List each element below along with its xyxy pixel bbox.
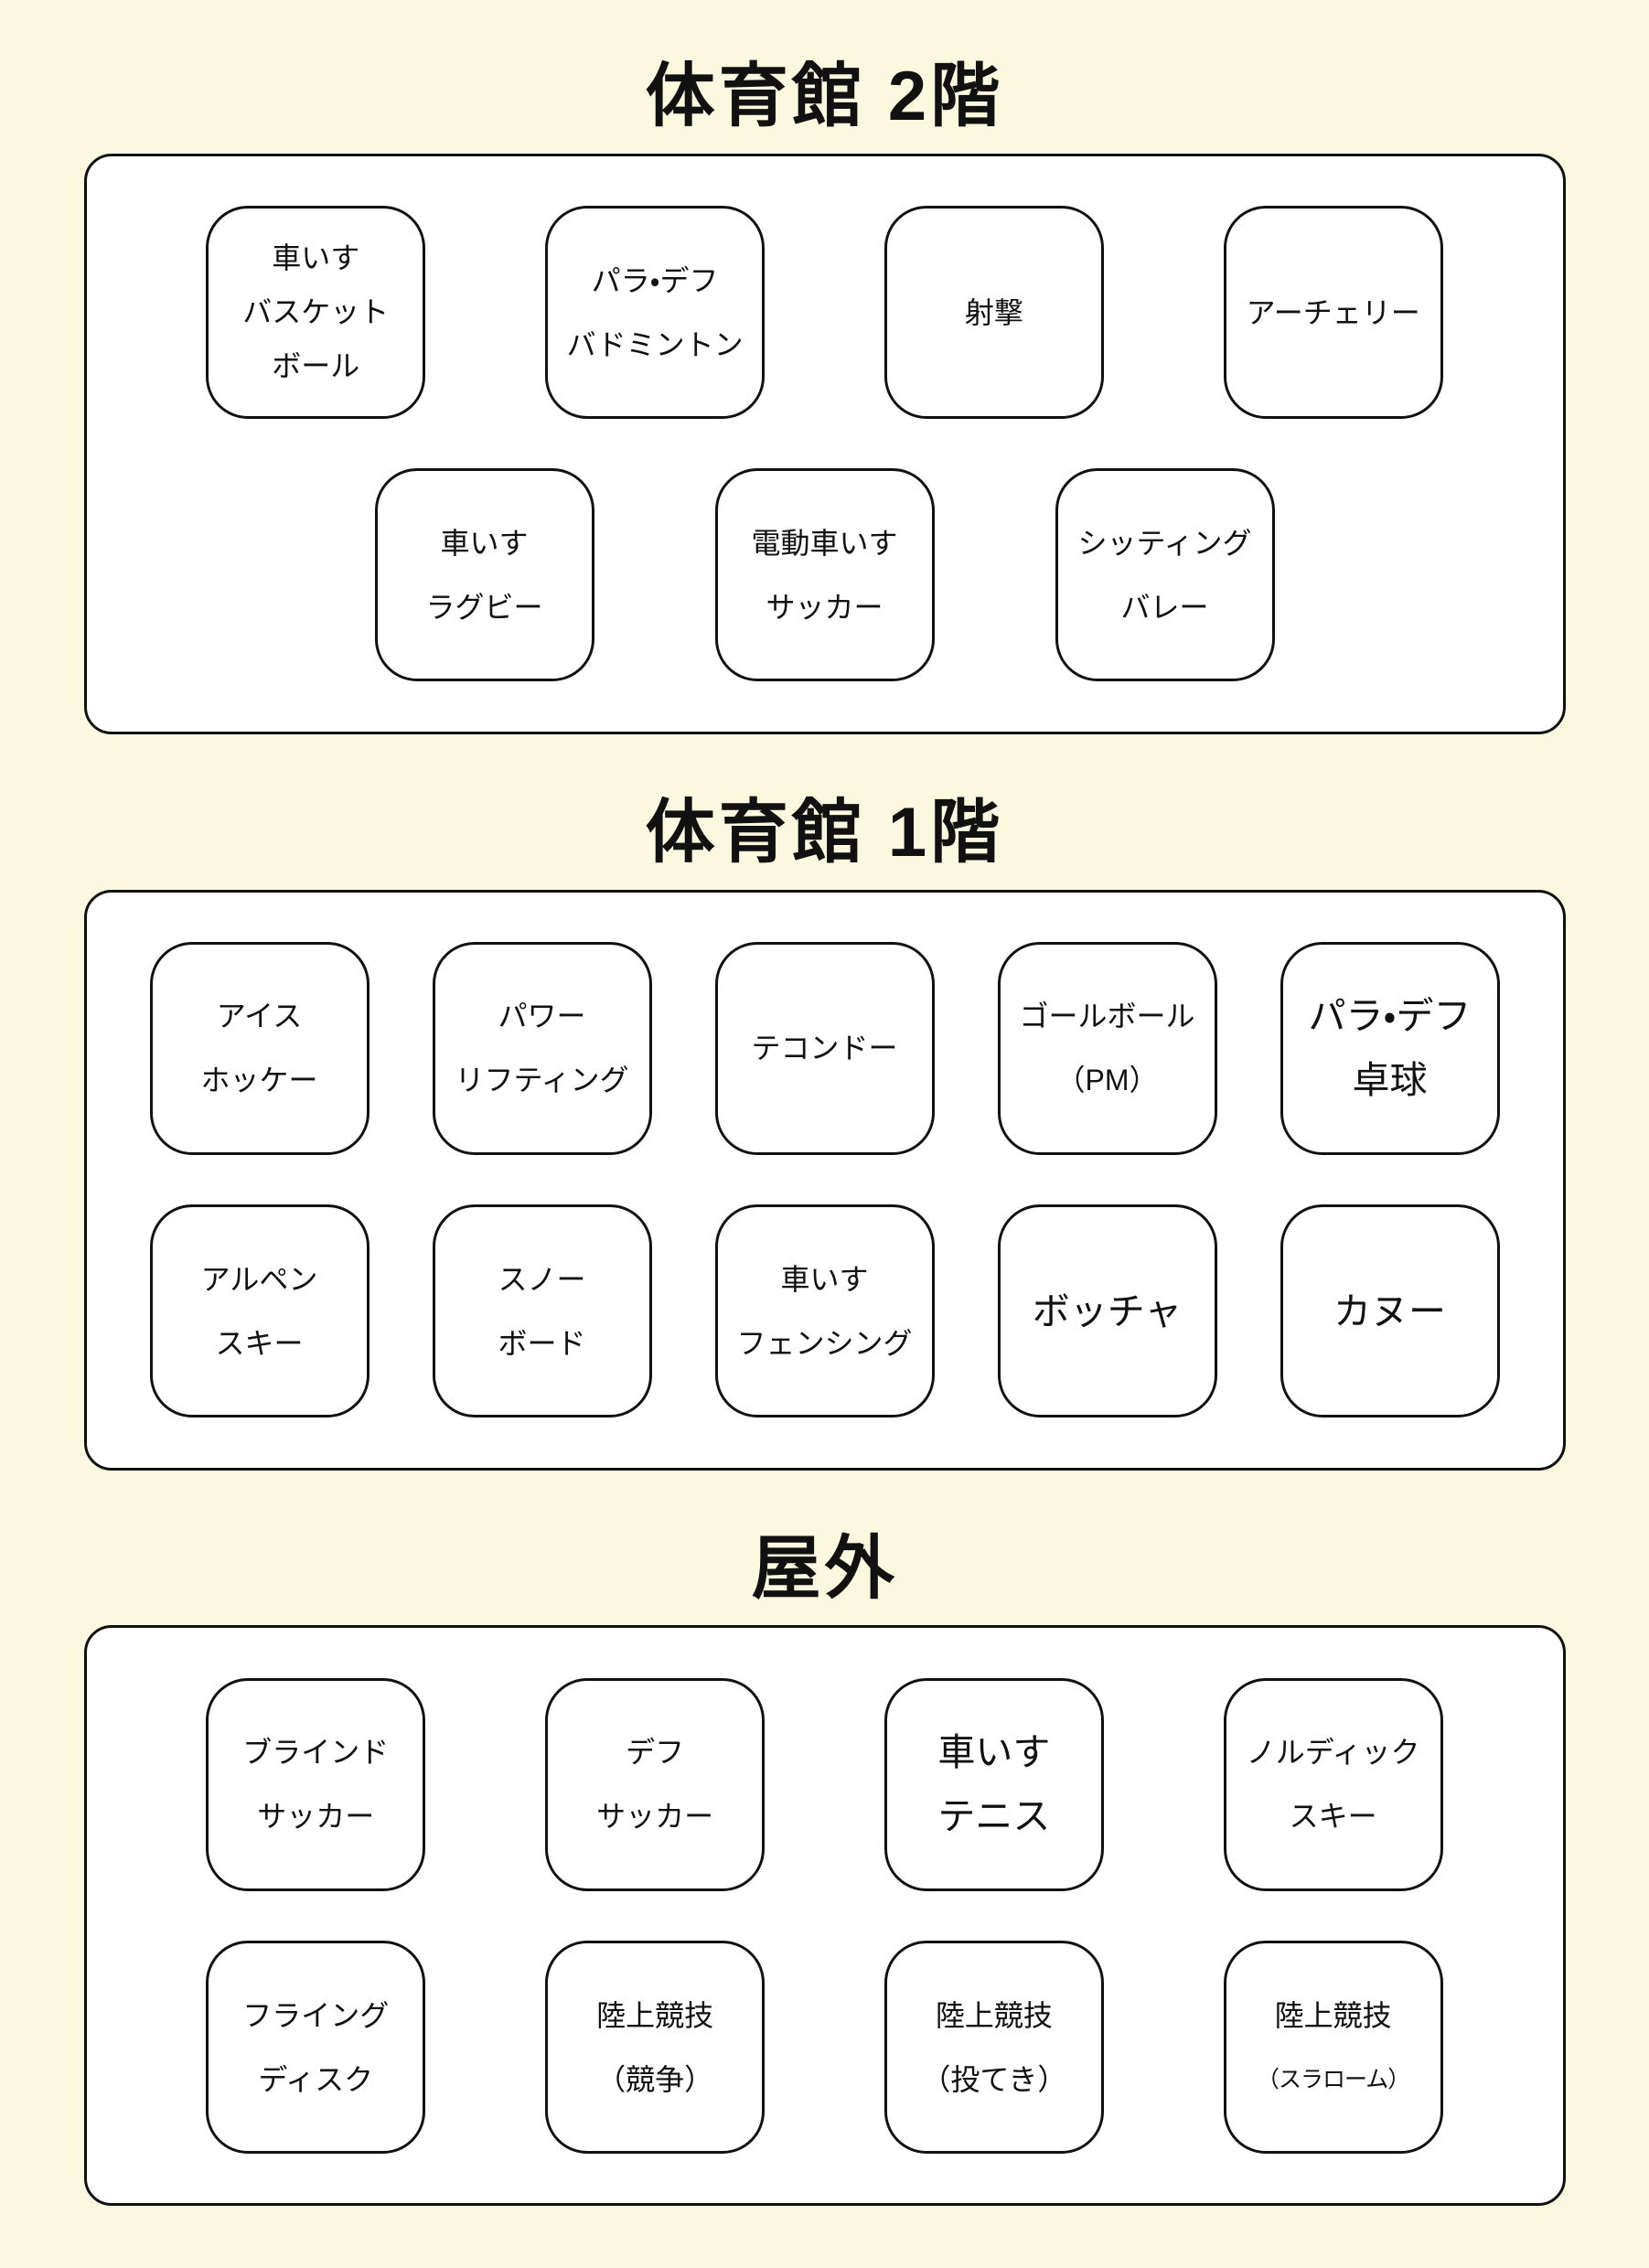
sport-name-line: テコンドー — [751, 1032, 898, 1065]
sport-name-line: （スラローム） — [1257, 2066, 1410, 2092]
section-box-gym-2f: 車いす バスケット ボール パラ・デフ バドミントン 射撃 アーチェリー 車いす — [83, 153, 1566, 734]
sport-name-line: フライング — [242, 1998, 390, 2032]
sport-name-line: パラ・デフ — [591, 263, 719, 297]
sport-name-line: ボール — [272, 349, 360, 383]
sport-name-line: バスケット — [242, 295, 390, 329]
sport-card-wheelchair-rugby: 車いす ラグビー — [374, 468, 594, 682]
sport-name-line: ゴールボール — [1019, 1000, 1195, 1033]
card-row: フライング ディスク 陸上競技 （競争） 陸上競技 （投てき） 陸上競技 （スラ… — [87, 1941, 1563, 2155]
sport-name-line: ボード — [498, 1326, 586, 1360]
sport-name-line: スノー — [498, 1262, 586, 1296]
sport-name-line: リフティング — [455, 1064, 629, 1097]
sport-name-line: （投てき） — [921, 2062, 1067, 2096]
sport-name-line: 車いす — [440, 526, 529, 560]
section-title-outdoor: 屋外 — [751, 1529, 898, 1608]
card-row: ブラインド サッカー デフ サッカー 車いす テニス ノルディック スキー — [87, 1677, 1563, 1891]
section-title-gym-2f: 体育館 2階 — [645, 58, 1004, 135]
section-outdoor: 屋外 ブラインド サッカー デフ サッカー 車いす テニス ノルディック スキー — [0, 1529, 1649, 2207]
sport-name-line: ディスク — [258, 2062, 374, 2096]
sport-card-blind-football: ブラインド サッカー — [206, 1677, 426, 1891]
sport-name-line: アルペン — [200, 1262, 318, 1296]
sport-name-line: サッカー — [596, 1800, 714, 1834]
sport-name-line: バレー — [1120, 590, 1209, 624]
card-row: アルペン スキー スノー ボード 車いす フェンシング ボッチャ カヌー — [87, 1204, 1563, 1418]
sport-name-line: スキー — [215, 1326, 304, 1360]
card-row: アイス ホッケー パワー リフティング テコンドー ゴールボール （PM） パラ… — [87, 941, 1563, 1155]
sport-name-line: 陸上競技 — [1274, 1998, 1392, 2032]
sport-name-line: サッカー — [257, 1800, 375, 1834]
section-gym-1f: 体育館 1階 アイス ホッケー パワー リフティング テコンドー ゴールボール … — [0, 793, 1649, 1471]
sport-card-deaf-football: デフ サッカー — [545, 1677, 766, 1891]
sport-card-powerchair-football: 電動車いす サッカー — [714, 468, 935, 682]
section-gym-2f: 体育館 2階 車いす バスケット ボール パラ・デフ バドミントン 射撃 アーチ… — [0, 60, 1649, 734]
sport-name-line: ブラインド — [242, 1736, 390, 1770]
sport-name-line: バドミントン — [566, 327, 744, 361]
sport-name-line: デフ — [626, 1736, 685, 1770]
sport-name-line: 射撃 — [964, 295, 1023, 329]
sport-name-line: 陸上競技 — [935, 1998, 1053, 2032]
sport-card-athletics-slalom: 陸上競技 （スラローム） — [1223, 1941, 1443, 2155]
sport-name-line: ホッケー — [200, 1064, 318, 1097]
sport-name-line: シッティング — [1077, 526, 1252, 560]
sport-card-boccia: ボッチャ — [997, 1204, 1217, 1418]
sport-card-goalball: ゴールボール （PM） — [997, 941, 1217, 1155]
sport-card-powerlifting: パワー リフティング — [432, 941, 652, 1155]
sport-card-wheelchair-tennis: 車いす テニス — [883, 1677, 1104, 1891]
sport-name-line: 陸上競技 — [596, 1998, 714, 2032]
sport-name-line: ノルディック — [1246, 1736, 1420, 1770]
sport-name-line: ボッチャ — [1032, 1289, 1183, 1332]
sport-card-sitting-volleyball: シッティング バレー — [1055, 468, 1275, 682]
sport-card-taekwondo: テコンドー — [714, 941, 935, 1155]
sport-name-line: パラ・デフ — [1308, 995, 1472, 1038]
sport-card-nordic-skiing: ノルディック スキー — [1223, 1677, 1443, 1891]
sport-name-line: スキー — [1289, 1800, 1377, 1834]
sport-name-line: アイス — [216, 1000, 303, 1033]
sport-name-line: 卓球 — [1352, 1059, 1428, 1102]
sport-name-line: テニス — [937, 1795, 1051, 1838]
card-row: 車いす ラグビー 電動車いす サッカー シッティング バレー — [87, 468, 1563, 682]
section-title-gym-1f: 体育館 1階 — [645, 793, 1004, 872]
sport-name-line: 車いす — [937, 1731, 1051, 1774]
sport-name-line: パワー — [498, 1000, 586, 1033]
section-box-gym-1f: アイス ホッケー パワー リフティング テコンドー ゴールボール （PM） パラ… — [83, 889, 1566, 1471]
sport-card-para-deaf-badminton: パラ・デフ バドミントン — [545, 206, 766, 420]
sport-card-wheelchair-fencing: 車いす フェンシング — [714, 1204, 935, 1418]
sport-card-ice-hockey: アイス ホッケー — [149, 941, 369, 1155]
sport-card-wheelchair-basketball: 車いす バスケット ボール — [206, 206, 426, 420]
sport-card-snowboard: スノー ボード — [432, 1204, 652, 1418]
sport-card-canoe: カヌー — [1280, 1204, 1500, 1418]
sport-card-athletics-throwing: 陸上競技 （投てき） — [883, 1941, 1104, 2155]
sport-name-line: 車いす — [272, 241, 360, 275]
venue-floor-map: 体育館 2階 車いす バスケット ボール パラ・デフ バドミントン 射撃 アーチ… — [0, 60, 1649, 2207]
sport-name-line: サッカー — [766, 590, 883, 624]
card-row: 車いす バスケット ボール パラ・デフ バドミントン 射撃 アーチェリー — [87, 206, 1563, 420]
sport-name-line: フェンシング — [736, 1326, 913, 1360]
sport-name-line: 車いす — [780, 1262, 869, 1296]
sport-card-flying-disc: フライング ディスク — [206, 1941, 426, 2155]
sport-card-archery: アーチェリー — [1223, 206, 1443, 420]
sport-name-line: 電動車いす — [751, 526, 898, 560]
sport-card-shooting: 射撃 — [883, 206, 1104, 420]
sport-card-para-deaf-table-tennis: パラ・デフ 卓球 — [1280, 941, 1500, 1155]
sport-name-line: （競争） — [596, 2062, 714, 2096]
sport-card-athletics-race: 陸上競技 （競争） — [545, 1941, 766, 2155]
sport-name-line: アーチェリー — [1246, 295, 1420, 329]
sport-card-alpine-skiing: アルペン スキー — [149, 1204, 369, 1418]
section-box-outdoor: ブラインド サッカー デフ サッカー 車いす テニス ノルディック スキー — [83, 1625, 1566, 2207]
sport-name-line: ラグビー — [425, 590, 543, 624]
sport-name-line: カヌー — [1333, 1289, 1446, 1332]
sport-name-line: （PM） — [1055, 1064, 1159, 1097]
